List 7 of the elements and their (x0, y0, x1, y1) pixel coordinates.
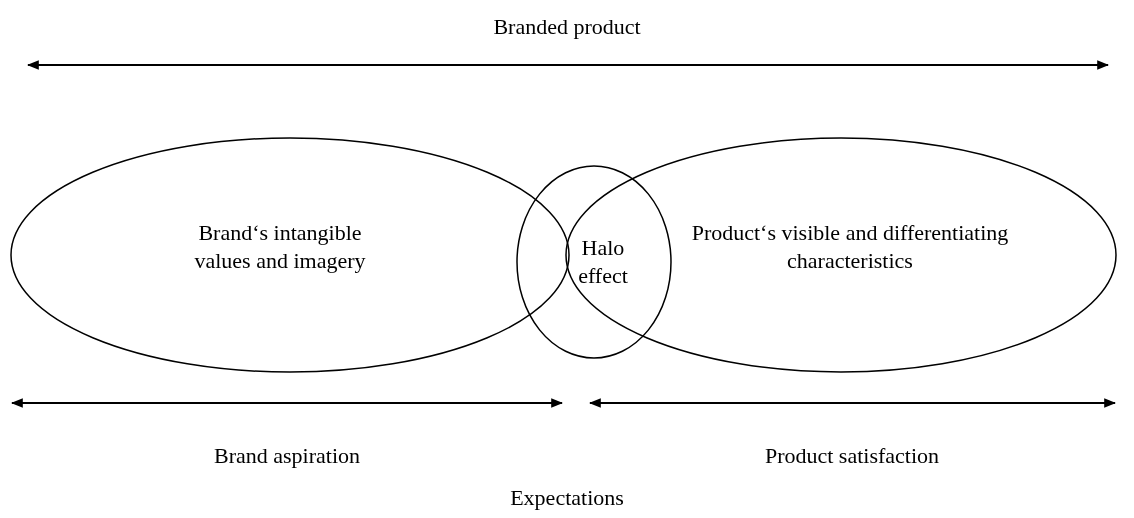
span-label: Expectations (510, 485, 624, 511)
span-label: Product satisfaction (764, 443, 940, 469)
span-label: Brand aspiration (214, 443, 360, 469)
ellipse-label: Halo effect (577, 234, 629, 290)
ellipse-label: Brand‘s intangible values and imagery (193, 219, 367, 275)
span-label: Branded product (493, 14, 641, 40)
ellipse-label: Product‘s visible and differentiating characteristics (690, 219, 1010, 275)
